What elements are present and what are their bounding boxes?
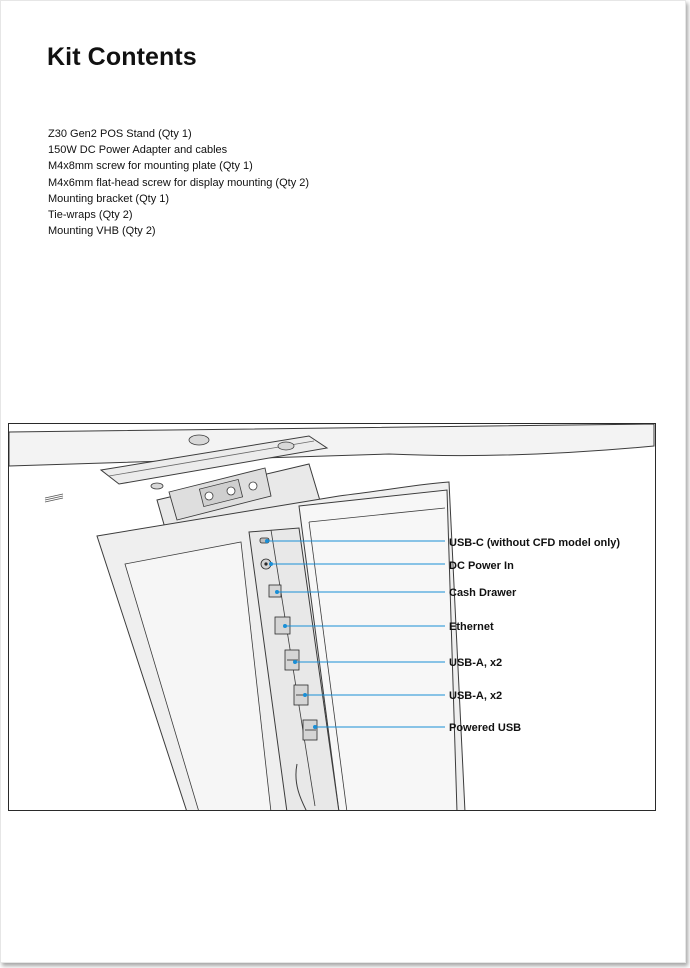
callout-dc-power: DC Power In (449, 560, 514, 572)
callout-usb-a-1: USB-A, x2 (449, 657, 502, 669)
callout-dots (265, 539, 317, 729)
list-item: M4x8mm screw for mounting plate (Qty 1) (48, 160, 253, 173)
callout-usb-a-2: USB-A, x2 (449, 690, 502, 702)
list-item: Mounting VHB (Qty 2) (48, 225, 156, 238)
list-item: Mounting bracket (Qty 1) (48, 192, 170, 205)
callout-ethernet: Ethernet (449, 621, 494, 633)
cash-drawer-port (268, 584, 282, 598)
screw-icon (188, 434, 210, 446)
kit-contents-list: Z30 Gen2 POS Stand (Qty 1) 150W DC Power… (48, 126, 309, 239)
list-item: M4x6mm flat-head screw for display mount… (48, 176, 310, 189)
page-title: Kit Contents (47, 43, 197, 71)
callout-cash-drawer: Cash Drawer (449, 587, 517, 599)
screw-icon (150, 482, 164, 490)
mounting-plate (99, 435, 329, 485)
screw-icon (277, 441, 295, 451)
list-item: Tie-wraps (Qty 2) (48, 209, 133, 222)
pos-stand-drawing: USB-C (without CFD model only) DC Power … (9, 424, 655, 810)
list-item: 150W DC Power Adapter and cables (48, 144, 228, 157)
vent-grille (44, 493, 64, 503)
callout-usb-c: USB-C (without CFD model only) (449, 537, 620, 549)
list-item: Z30 Gen2 POS Stand (Qty 1) (48, 128, 192, 140)
tabletop-surface (9, 424, 655, 467)
callout-powered-usb: Powered USB (449, 722, 521, 734)
ports-illustration: USB-C (without CFD model only) DC Power … (8, 423, 656, 811)
callout-leaders (267, 540, 445, 728)
